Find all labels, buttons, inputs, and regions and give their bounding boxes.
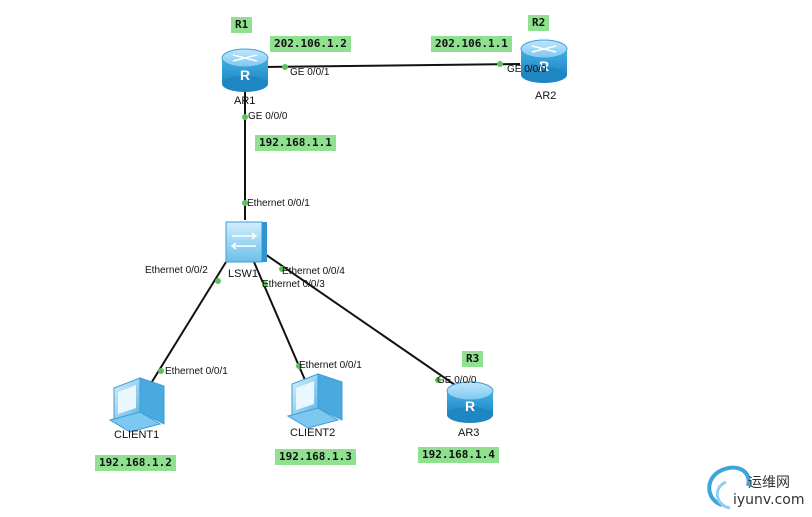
ip-ar1-lan: 192.168.1.1: [255, 135, 336, 151]
router-ar2-icon[interactable]: R: [520, 39, 568, 83]
watermark-logo-icon: [707, 465, 751, 510]
port-dot-ar3-ge000: [435, 377, 441, 383]
ip-ar3: 192.168.1.4: [418, 447, 499, 463]
name-client2: CLIENT2: [290, 427, 336, 439]
ip-ar1-wan: 202.106.1.2: [270, 36, 351, 52]
pc-client1-icon[interactable]: [108, 377, 165, 433]
name-lsw1: LSW1: [228, 268, 258, 280]
name-ar3: AR3: [458, 427, 480, 439]
svg-text:R: R: [240, 67, 250, 83]
port-dot-lsw1-e003: [262, 281, 268, 287]
tag-r1: R1: [231, 17, 253, 33]
name-ar2: AR2: [535, 90, 557, 102]
router-ar3-icon[interactable]: R: [446, 381, 494, 423]
name-client1: CLIENT1: [114, 429, 160, 441]
port-dot-lsw1-e004: [279, 266, 285, 272]
link-lsw1-ar3: [261, 251, 456, 386]
name-ar1: AR1: [234, 95, 256, 107]
port-label-ar2-ge000: GE 0/0/0: [507, 64, 547, 75]
ip-ar2-wan: 202.106.1.1: [431, 36, 512, 52]
port-dot-ar1-ge000: [242, 114, 248, 120]
pc-client2-icon[interactable]: [286, 373, 343, 429]
watermark-en: iyunv.com: [733, 492, 805, 508]
tag-r3: R3: [462, 351, 484, 367]
port-label-lsw1-e002: Ethernet 0/0/2: [145, 265, 208, 276]
router-ar1-icon[interactable]: R: [221, 48, 269, 92]
port-label-ar3-ge000: GE 0/0/0: [437, 375, 477, 386]
port-label-lsw1-e001: Ethernet 0/0/1: [247, 198, 310, 209]
port-dot-ar1-ge001: [282, 64, 288, 70]
port-dot-client2-e001: [296, 363, 302, 369]
port-dot-client1-e001: [158, 368, 164, 374]
port-label-client2-e001: Ethernet 0/0/1: [299, 360, 362, 371]
svg-text:R: R: [465, 398, 475, 414]
port-label-ar1-ge001: GE 0/0/1: [290, 67, 330, 78]
port-dot-lsw1-e002: [215, 278, 221, 284]
watermark-cn: 运维网: [748, 475, 790, 491]
port-label-ar1-ge000: GE 0/0/0: [248, 111, 288, 122]
link-lsw1-client1: [149, 261, 227, 386]
ip-client2: 192.168.1.3: [275, 449, 356, 465]
link-ar1-ar2: [261, 63, 521, 68]
port-label-lsw1-e004: Ethernet 0/0/4: [282, 266, 345, 277]
svg-text:R: R: [539, 58, 549, 74]
port-dot-ar2-ge000: [497, 61, 503, 67]
port-label-lsw1-e003: Ethernet 0/0/3: [262, 279, 325, 290]
tag-r2: R2: [528, 15, 550, 31]
port-label-client1-e001: Ethernet 0/0/1: [165, 366, 228, 377]
ip-client1: 192.168.1.2: [95, 455, 176, 471]
switch-lsw1-icon[interactable]: [225, 221, 267, 263]
port-dot-lsw1-e001: [242, 200, 248, 206]
